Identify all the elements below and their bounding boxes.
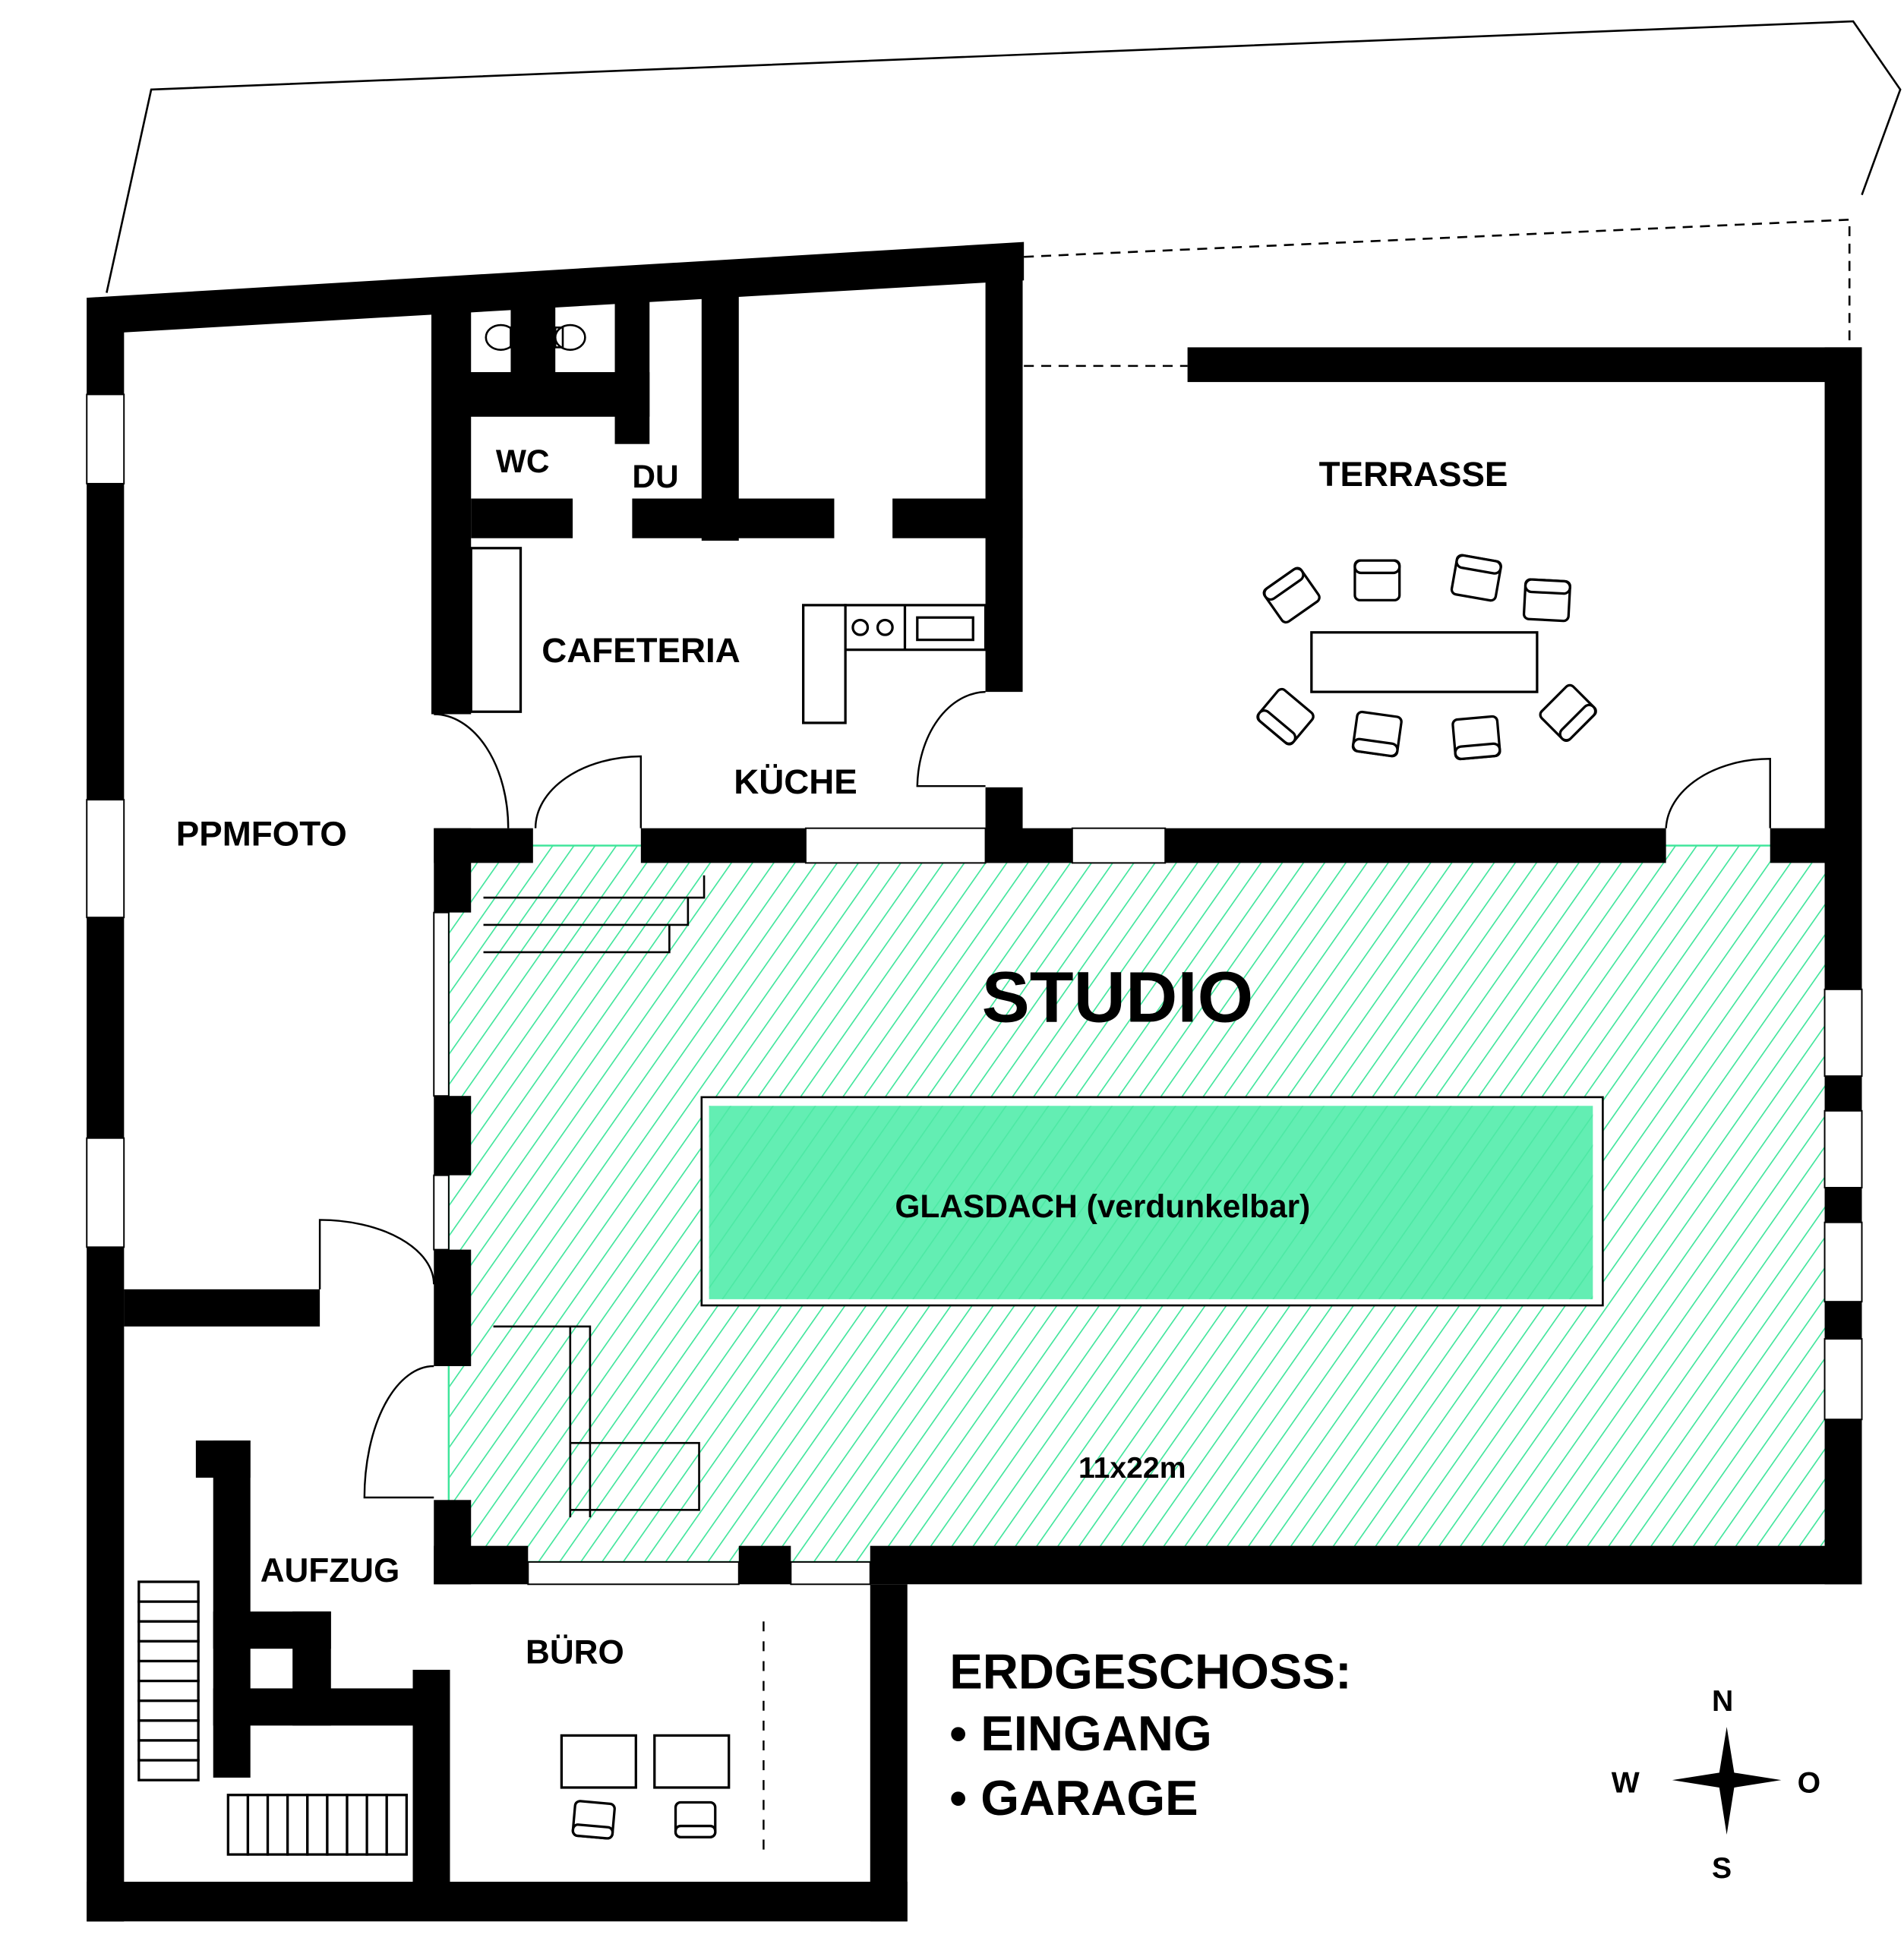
walls	[87, 241, 1862, 1922]
room-label-cafeteria: CAFETERIA	[542, 631, 740, 670]
compass-east: O	[1798, 1766, 1820, 1799]
glasdach	[700, 1096, 1604, 1307]
windows	[86, 393, 1863, 1586]
compass-south: S	[1712, 1852, 1732, 1885]
room-label-terrasse: TERRASSE	[1319, 455, 1508, 494]
compass-north: N	[1712, 1685, 1733, 1718]
legend-item-garage: • GARAGE	[949, 1770, 1198, 1826]
room-label-kueche: KÜCHE	[734, 762, 857, 801]
site-outline	[106, 20, 1902, 368]
room-label-buero: BÜRO	[526, 1634, 624, 1671]
room-label-aufzug: AUFZUG	[260, 1552, 400, 1589]
toilet-icons	[485, 323, 586, 351]
room-label-studio: STUDIO	[982, 957, 1254, 1037]
office-furniture	[560, 1621, 765, 1860]
glasdach-label: GLASDACH (verdunkelbar)	[895, 1188, 1310, 1224]
room-label-wc: WC	[496, 443, 550, 479]
room-label-ppmfoto: PPMFOTO	[176, 815, 347, 854]
legend-item-eingang: • EINGANG	[949, 1706, 1212, 1761]
compass-rose-icon: N S W O	[1612, 1685, 1820, 1885]
studio-fixtures	[483, 875, 706, 1518]
staircase	[137, 1580, 408, 1856]
kitchen-counters	[469, 547, 987, 724]
terrace-furniture	[1256, 554, 1597, 761]
compass-west: W	[1612, 1766, 1640, 1799]
doors	[318, 690, 1771, 1499]
floor-title: ERDGESCHOSS:	[949, 1643, 1351, 1699]
room-label-du: DU	[632, 459, 678, 494]
studio-size: 11x22m	[1078, 1452, 1186, 1485]
